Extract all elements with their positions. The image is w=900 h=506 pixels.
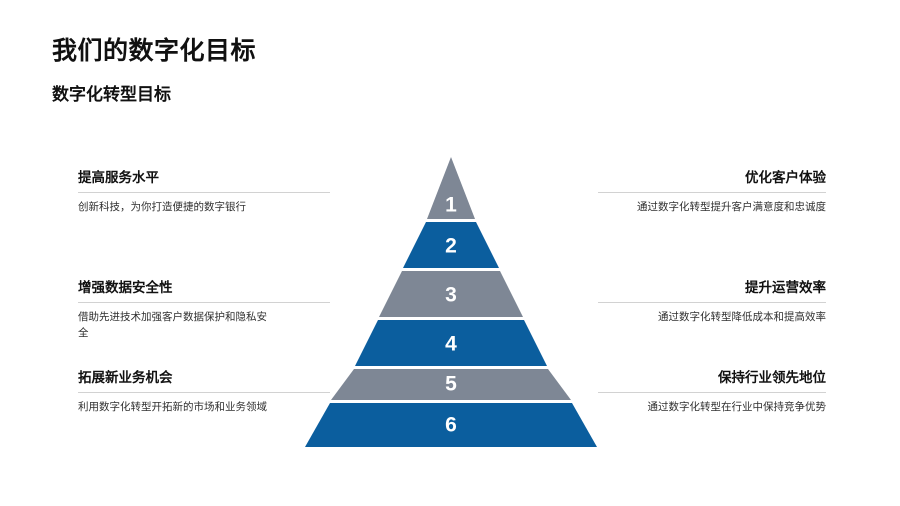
right-item-3-divider: [598, 391, 826, 393]
pyramid-level-4-label: 4: [445, 333, 457, 356]
pyramid-level-3-label: 3: [445, 284, 457, 307]
right-item-1-heading: 优化客户体验: [745, 170, 826, 185]
pyramid-level-1-shape[interactable]: [427, 157, 475, 219]
pyramid-level-5-shape[interactable]: [331, 369, 571, 400]
right-item-1-divider: [598, 191, 826, 193]
right-item-3-body: 通过数字化转型在行业中保持竞争优势: [647, 400, 827, 413]
pyramid-level-5-label: 5: [445, 373, 457, 396]
pyramid-diagram: 1 2 3 4 5 6: [303, 155, 599, 451]
left-item-3-heading: 拓展新业务机会: [78, 370, 173, 385]
pyramid-level-4-shape[interactable]: [355, 320, 547, 366]
right-item-2: 提升运营效率 通过数字化转型降低成本和提高效率: [568, 280, 826, 325]
right-item-3: 保持行业领先地位 通过数字化转型在行业中保持竞争优势: [568, 370, 826, 415]
page-title: 我们的数字化目标: [52, 37, 257, 65]
pyramid-level-6-shape[interactable]: [305, 403, 597, 447]
left-item-1-heading: 提高服务水平: [78, 170, 159, 185]
left-item-2-heading: 增强数据安全性: [78, 280, 173, 295]
right-item-2-body: 通过数字化转型降低成本和提高效率: [658, 310, 826, 323]
right-item-2-divider: [598, 301, 826, 303]
left-item-2-body: 借助先进技术加强客户数据保护和隐私安全: [78, 310, 267, 340]
pyramid-level-2-label: 2: [445, 235, 457, 258]
right-item-2-heading: 提升运营效率: [745, 280, 826, 295]
right-item-1-body: 通过数字化转型提升客户满意度和忠诚度: [637, 200, 826, 213]
left-item-1-divider: [78, 191, 330, 193]
left-item-1-body: 创新科技，为你打造便捷的数字银行: [78, 200, 246, 213]
left-item-3: 拓展新业务机会 利用数字化转型开拓新的市场和业务领域: [78, 370, 334, 415]
pyramid-level-1-label: 1: [445, 194, 457, 217]
left-item-3-body: 利用数字化转型开拓新的市场和业务领域: [78, 400, 267, 413]
pyramid-level-3-shape[interactable]: [379, 271, 523, 317]
pyramid-level-2-shape[interactable]: [403, 222, 499, 268]
left-item-1: 提高服务水平 创新科技，为你打造便捷的数字银行: [78, 170, 334, 215]
left-item-2-divider: [78, 301, 330, 303]
right-item-3-heading: 保持行业领先地位: [718, 370, 826, 385]
page-subtitle: 数字化转型目标: [52, 85, 171, 104]
pyramid-level-6-label: 6: [445, 414, 457, 437]
left-item-2: 增强数据安全性 借助先进技术加强客户数据保护和隐私安全: [78, 280, 334, 341]
right-item-1: 优化客户体验 通过数字化转型提升客户满意度和忠诚度: [568, 170, 826, 215]
left-item-3-divider: [78, 391, 330, 393]
